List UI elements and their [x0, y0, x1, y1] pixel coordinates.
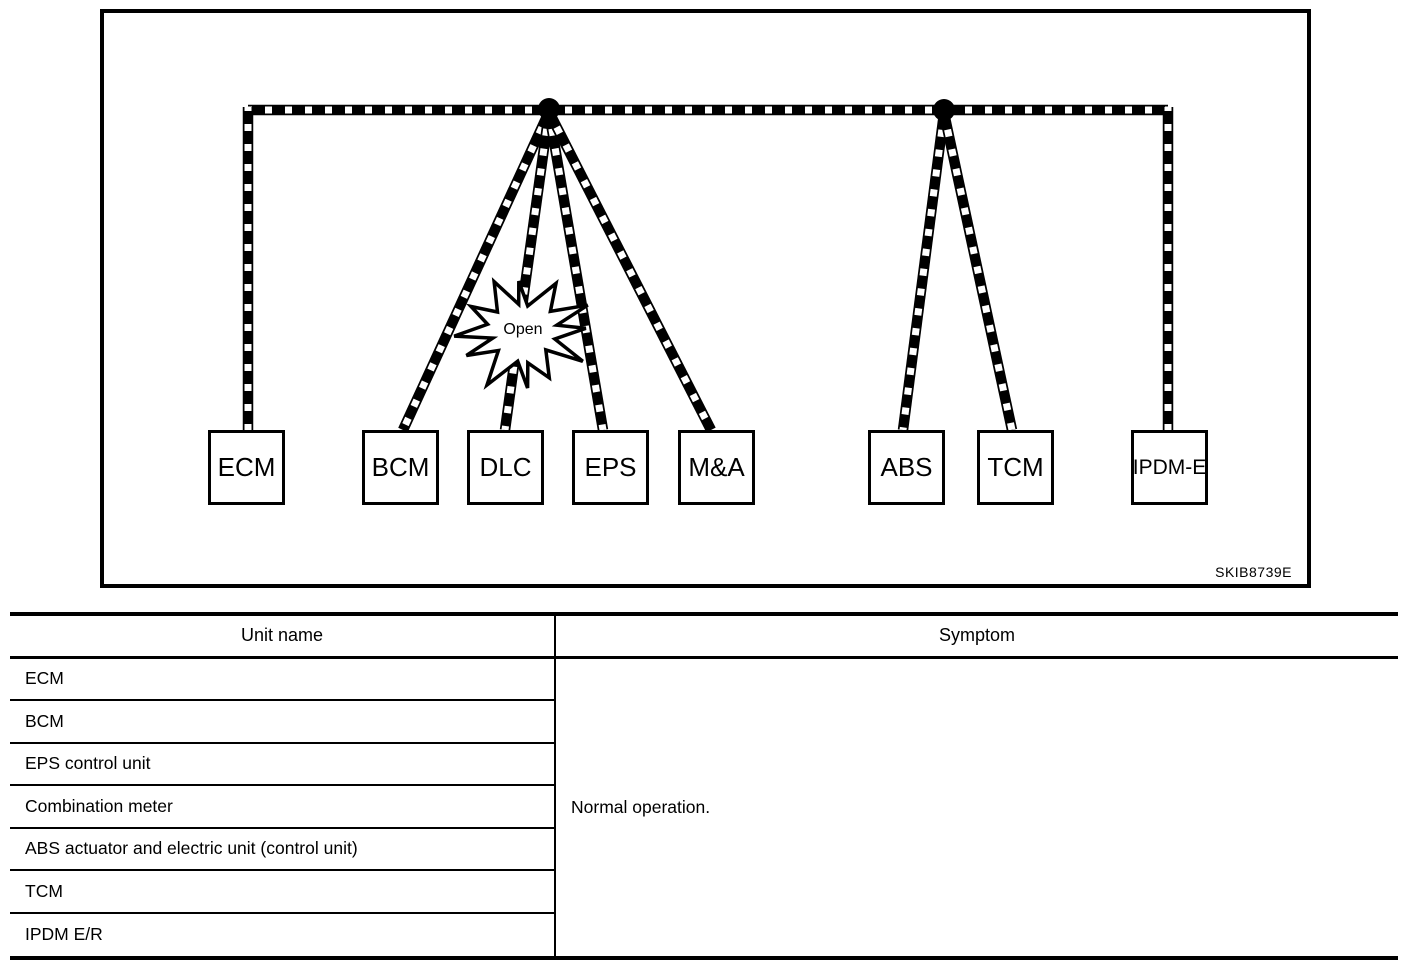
node-box-eps: EPS — [572, 430, 649, 505]
dlc-branch-line-stripes — [501, 111, 553, 431]
symptom-value: Normal operation. — [571, 796, 711, 817]
diagram-frame — [100, 9, 1311, 588]
tcm-branch-line-stripes — [940, 112, 1016, 431]
open-fault-label: Open — [503, 321, 543, 338]
node-box-ipdm: IPDM-E — [1131, 430, 1208, 505]
node-box-bcm: BCM — [362, 430, 439, 505]
unit-name-header: Unit name — [10, 616, 554, 659]
node-box-ecm: ECM — [208, 430, 285, 505]
junction-dot-right — [933, 99, 955, 121]
abs-branch-line-stripes — [899, 112, 948, 431]
unit-row: Combination meter — [10, 786, 554, 829]
can-bus-diagram — [242, 98, 1174, 433]
junction-dot-left — [538, 98, 560, 120]
figure-code: SKIB8739E — [1215, 564, 1292, 580]
node-box-ma: M&A — [678, 430, 755, 505]
symptom-column: Symptom Normal operation. — [554, 616, 1398, 956]
node-box-abs: ABS — [868, 430, 945, 505]
unit-row: ABS actuator and electric unit (control … — [10, 829, 554, 871]
open-fault-starburst — [453, 277, 589, 390]
bcm-branch-line-stripes — [399, 110, 553, 432]
node-box-tcm: TCM — [977, 430, 1054, 505]
unit-row: IPDM E/R — [25, 924, 103, 945]
eps-branch-line-stripes — [545, 111, 607, 431]
unit-row: BCM — [10, 701, 554, 744]
ma-branch-line-stripes — [545, 110, 715, 432]
node-box-dlc: DLC — [467, 430, 544, 505]
unit-row: TCM — [10, 871, 554, 914]
unit-row: ECM — [10, 659, 554, 701]
unit-row: EPS control unit — [10, 744, 554, 786]
symptom-header: Symptom — [556, 616, 1398, 659]
